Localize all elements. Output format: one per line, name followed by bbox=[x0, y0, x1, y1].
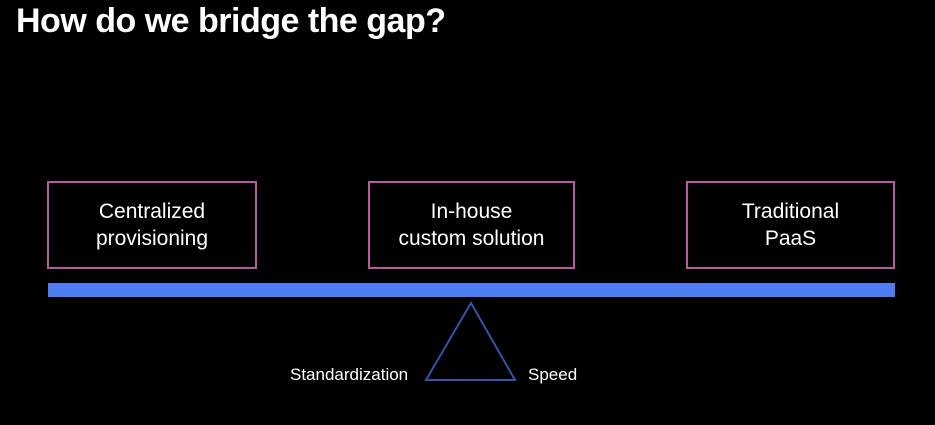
box-label-line: Centralized bbox=[98, 200, 206, 223]
concept-box-centralized-provisioning: Centralized provisioning bbox=[47, 181, 257, 269]
box-label-line: custom solution bbox=[398, 227, 545, 250]
fulcrum-triangle-outline bbox=[424, 301, 517, 381]
box-label-line: provisioning bbox=[95, 227, 209, 250]
concept-box-traditional-paas: Traditional PaaS bbox=[686, 181, 895, 269]
speed-label: Speed bbox=[528, 365, 578, 384]
box-label-line: PaaS bbox=[764, 227, 817, 250]
fulcrum-triangle-icon bbox=[424, 301, 517, 381]
box-label-line: Traditional bbox=[741, 200, 840, 223]
box-label-line: In-house bbox=[430, 200, 513, 223]
page-title: How do we bridge the gap? bbox=[16, 2, 446, 40]
balance-beam bbox=[48, 283, 895, 297]
concept-box-in-house-custom-solution: In-house custom solution bbox=[368, 181, 575, 269]
standardization-label: Standardization bbox=[290, 365, 409, 384]
